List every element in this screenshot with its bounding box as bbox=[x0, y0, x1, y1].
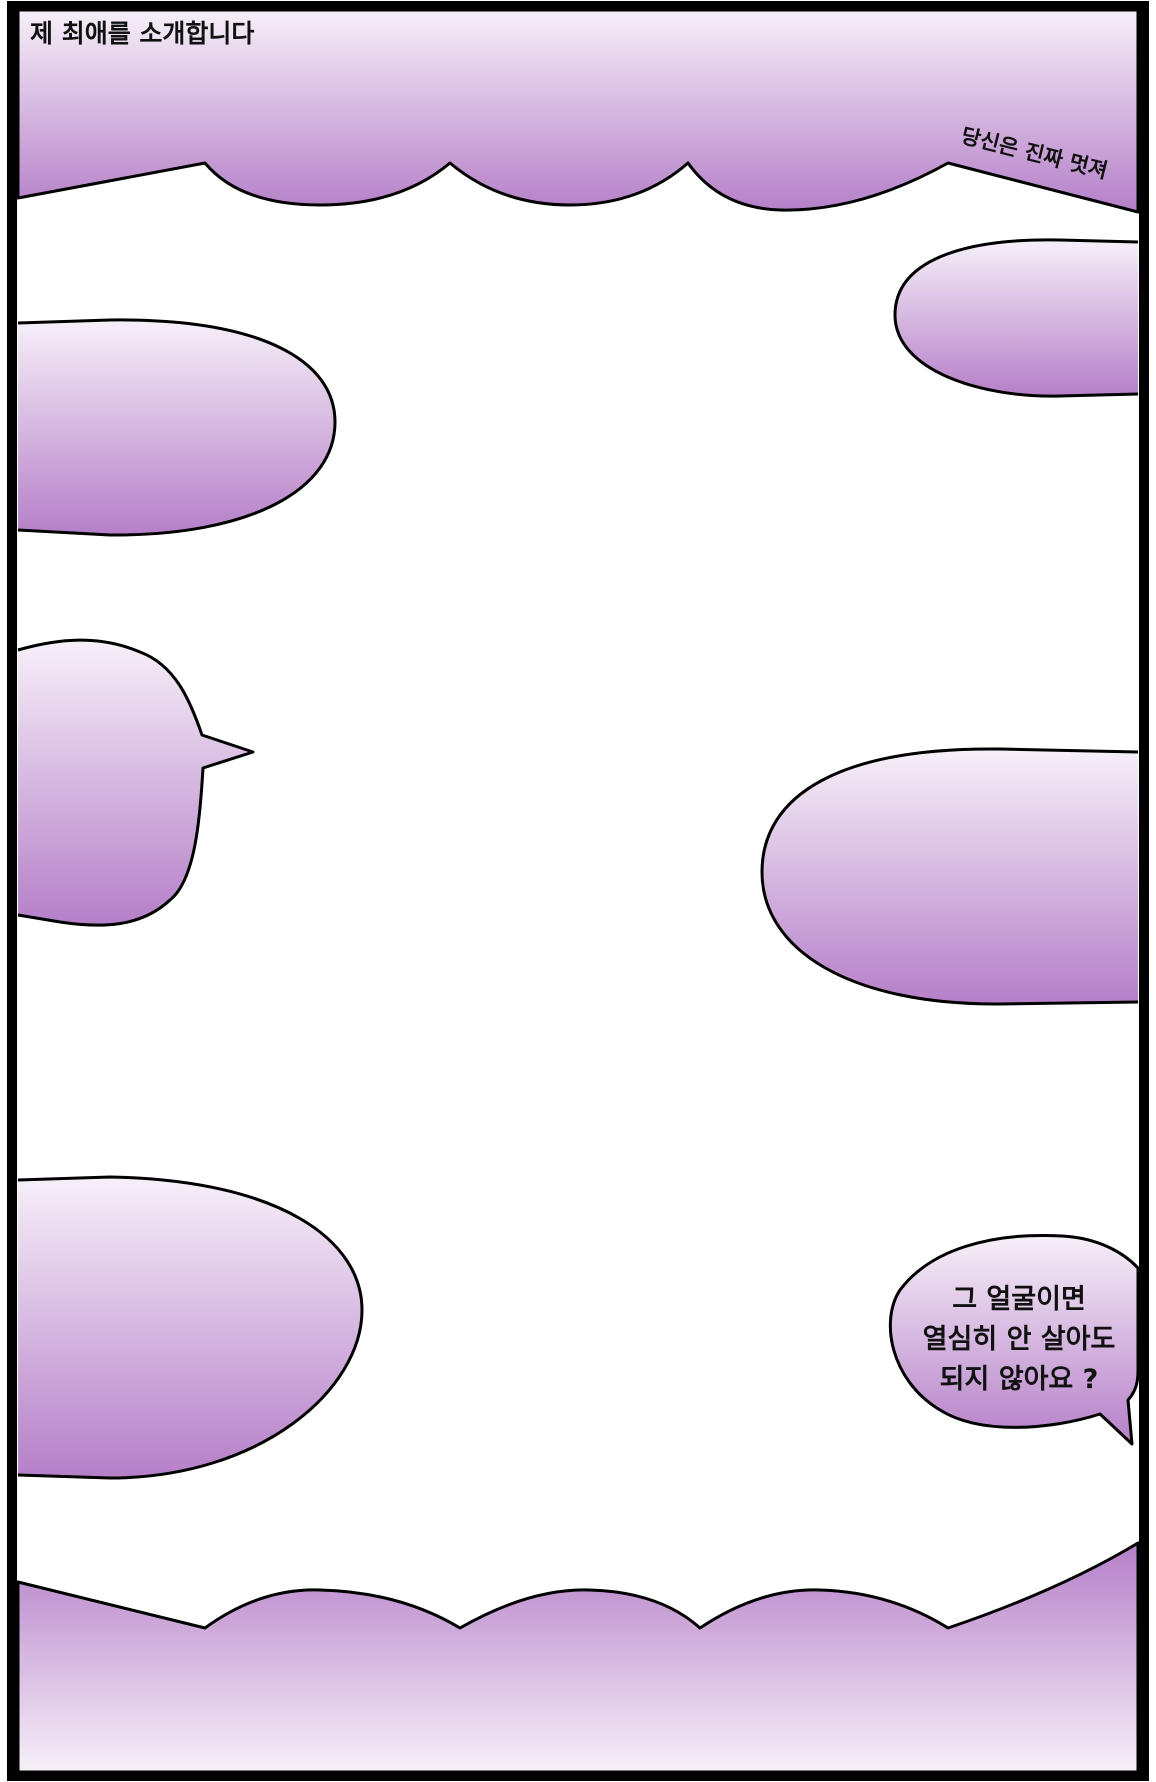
bubble-line-3: 되지 않아요 ? bbox=[940, 1364, 1099, 1395]
speech-bubble-right bbox=[760, 747, 1139, 1006]
speech-bubble-bottom-right bbox=[888, 1233, 1140, 1446]
top-wave-banner bbox=[16, 8, 1140, 214]
speech-bubble-left-3 bbox=[17, 1175, 364, 1480]
bubble-line-1: 그 얼굴이면 bbox=[952, 1284, 1086, 1315]
bottom-wave-banner bbox=[16, 1541, 1140, 1774]
page-title: 제 최애를 소개합니다 bbox=[30, 19, 254, 48]
speech-bubble-left-1 bbox=[17, 318, 337, 537]
bubble-line-2: 열심히 안 살아도 bbox=[923, 1324, 1116, 1355]
speech-bubble-top-right bbox=[893, 238, 1139, 398]
panel-border bbox=[7, 1, 1149, 1781]
speech-bubble-left-2 bbox=[17, 638, 255, 927]
